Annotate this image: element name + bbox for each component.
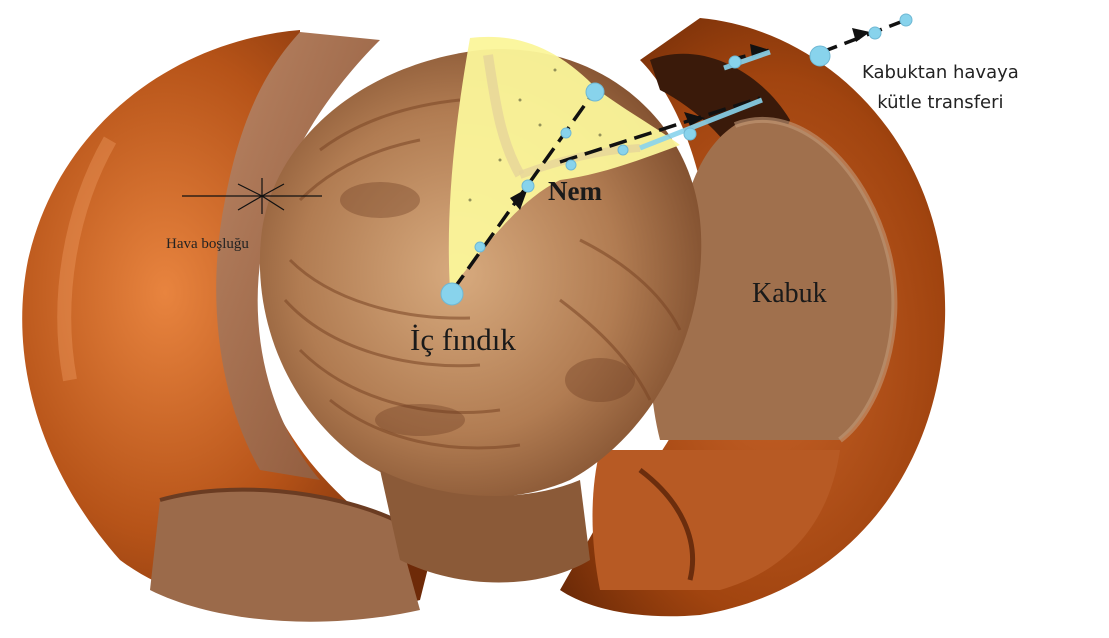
shell-bottom-piece [150,490,420,622]
moisture-label: Nem [548,176,602,207]
air-gap-label: Hava boşluğu [166,236,249,253]
kernel-label: İç fındık [410,322,516,358]
mass-transfer-line1: Kabuktan havaya [862,58,1019,88]
mass-transfer-label: Kabuktan havaya kütle transferi [862,58,1019,118]
mass-transfer-line2: kütle transferi [862,88,1019,118]
shell-label: Kabuk [752,278,827,310]
